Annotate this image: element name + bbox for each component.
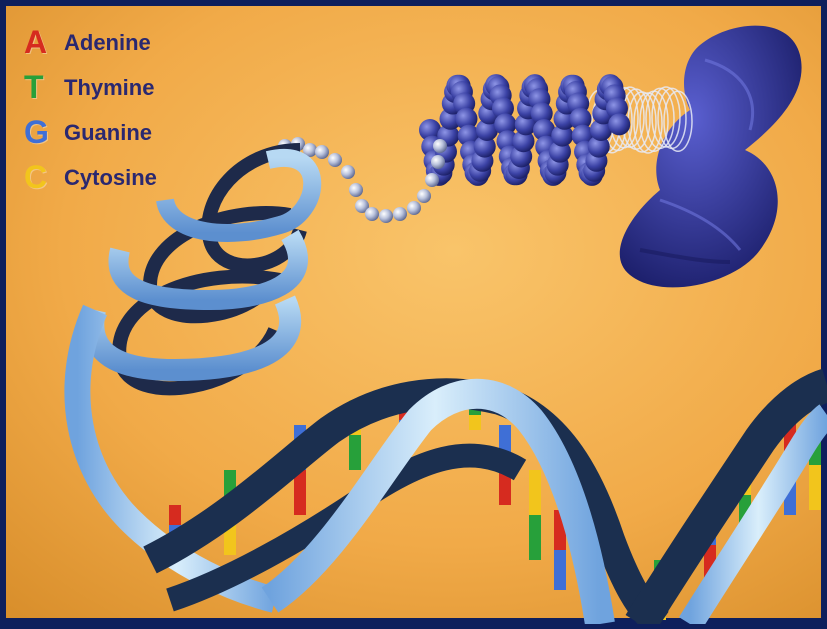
base-pair-top (169, 505, 181, 525)
legend-label: Thymine (64, 75, 154, 101)
nucleosome-bead (425, 173, 439, 187)
nucleosome-bead (407, 201, 421, 215)
legend-label: Guanine (64, 120, 152, 146)
nucleosome-bead (341, 165, 355, 179)
nucleosome-bead (379, 209, 393, 223)
legend-letter: G (24, 114, 64, 151)
legend-letter: A (24, 24, 64, 61)
nucleosome-bead (431, 155, 445, 169)
nucleosome-bead (393, 207, 407, 221)
legend-item-cytosine: C Cytosine (24, 155, 157, 200)
nucleosome-bead (365, 207, 379, 221)
legend-item-thymine: T Thymine (24, 65, 157, 110)
legend-letter: C (24, 159, 64, 196)
nucleosome-bead (349, 183, 363, 197)
base-legend: A Adenine T Thymine G Guanine C Cytosine (24, 20, 157, 200)
legend-label: Adenine (64, 30, 151, 56)
base-pair-top (529, 470, 541, 515)
legend-item-adenine: A Adenine (24, 20, 157, 65)
legend-label: Cytosine (64, 165, 157, 191)
base-pair-bottom (809, 465, 821, 510)
base-pair-bottom (529, 515, 541, 560)
coil-bead (608, 113, 630, 135)
base-pair-bottom (349, 435, 361, 470)
nucleosome-bead (433, 139, 447, 153)
nucleosome-bead (315, 145, 329, 159)
base-pair-bottom (554, 550, 566, 590)
nucleosome-bead (417, 189, 431, 203)
legend-item-guanine: G Guanine (24, 110, 157, 155)
nucleosome-bead (328, 153, 342, 167)
legend-letter: T (24, 69, 64, 106)
supercoil-beads (419, 74, 630, 186)
base-pair-bottom (469, 415, 481, 430)
